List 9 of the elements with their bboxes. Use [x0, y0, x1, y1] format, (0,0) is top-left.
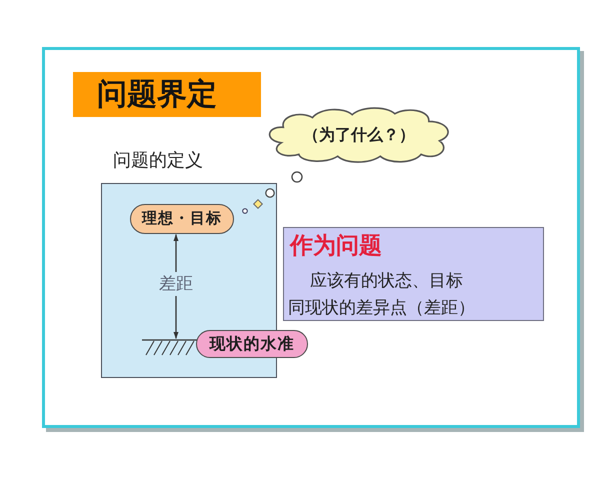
- problem-heading: 作为问题: [290, 232, 382, 260]
- problem-description: 应该有的状态、目标同现状的差异点（差距）: [288, 270, 476, 320]
- title-banner: 问题界定: [73, 72, 261, 117]
- current-level-pill: 现状的水准: [196, 330, 308, 358]
- cloud-text: （为了什么？）: [303, 124, 415, 145]
- problem-box: [283, 227, 544, 321]
- section-heading: 问题的定义: [113, 150, 203, 172]
- edge-label: 差距: [159, 272, 193, 296]
- goal-pill: 理想・目标: [130, 204, 234, 234]
